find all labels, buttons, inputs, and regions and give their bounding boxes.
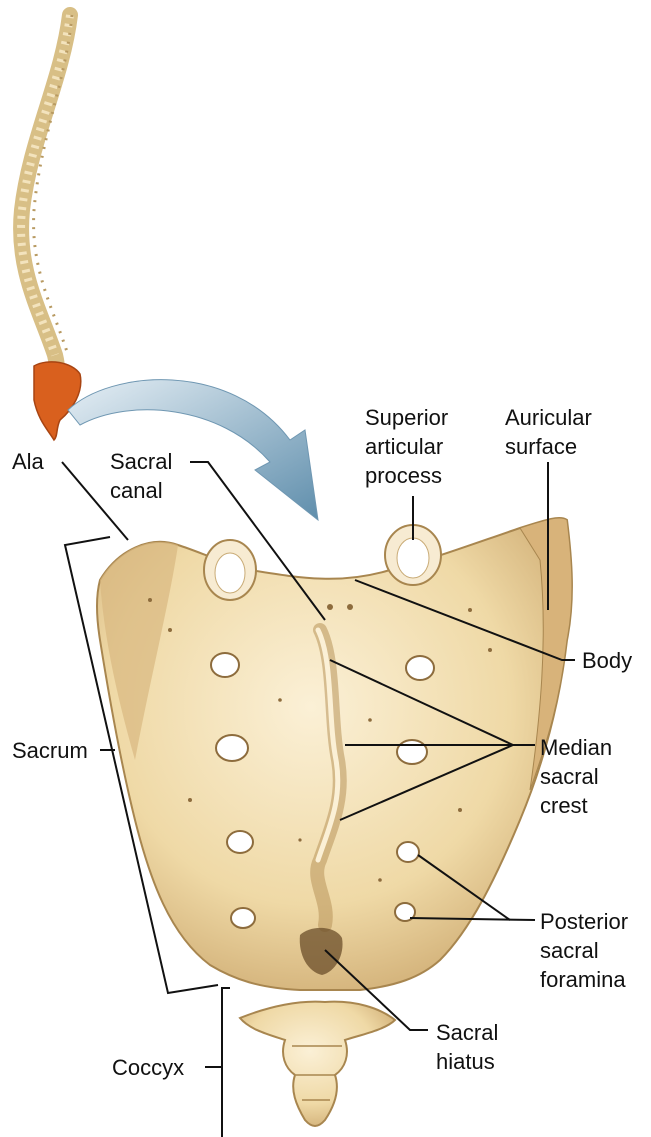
- label-coccyx: Coccyx: [112, 1053, 184, 1082]
- highlighted-sacrum: [34, 362, 81, 440]
- coccyx-bracket: [222, 988, 230, 1137]
- curved-arrow-icon: [68, 380, 318, 520]
- label-body: Body: [582, 646, 632, 675]
- label-posterior-sacral-foramina: Posterior sacral foramina: [540, 907, 628, 994]
- label-sacral-canal: Sacral canal: [110, 447, 172, 505]
- label-superior-articular-process: Superior articular process: [365, 403, 448, 490]
- label-ala: Ala: [12, 447, 44, 476]
- label-median-sacral-crest: Median sacral crest: [540, 733, 612, 820]
- label-sacral-hiatus: Sacral hiatus: [436, 1018, 498, 1076]
- coccyx-bone: [240, 1002, 395, 1126]
- label-auricular-surface: Auricular surface: [505, 403, 592, 461]
- vertebral-column-thumbnail: [21, 15, 81, 440]
- label-sacrum: Sacrum: [12, 736, 88, 765]
